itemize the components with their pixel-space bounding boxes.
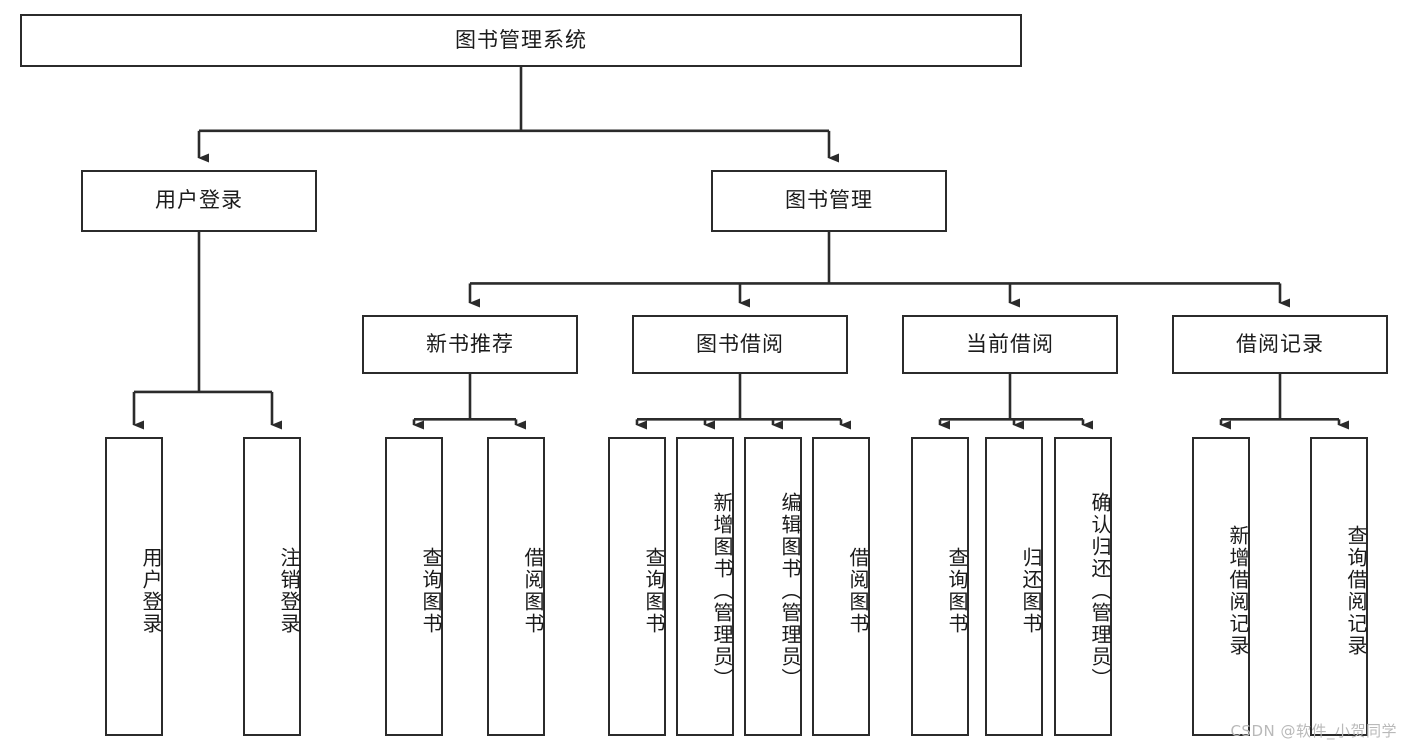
node-leaf-borrow-book[interactable]: 借阅图书 [812, 437, 870, 736]
csdn-watermark: CSDN @软件_小贺同学 [1230, 722, 1397, 740]
node-label: 借阅记录 [1236, 331, 1324, 356]
node-leaf-add-book-admin[interactable]: 新增图书（管理员） [676, 437, 734, 736]
node-label: 新增图书（管理员） [710, 491, 734, 690]
node-borrow-record[interactable]: 借阅记录 [1172, 315, 1388, 374]
node-label: 图书管理系统 [455, 27, 587, 52]
node-label: 图书借阅 [696, 331, 784, 356]
node-label: 图书管理 [785, 188, 873, 213]
node-label: 归还图书 [1019, 546, 1043, 635]
node-label: 用户登录 [139, 546, 163, 635]
node-leaf-return-book[interactable]: 归还图书 [985, 437, 1043, 736]
node-leaf-query-book-recommend[interactable]: 查询图书 [385, 437, 443, 736]
node-leaf-query-book-borrow[interactable]: 查询图书 [608, 437, 666, 736]
node-current-borrow[interactable]: 当前借阅 [902, 315, 1118, 374]
node-leaf-query-book-current[interactable]: 查询图书 [911, 437, 969, 736]
node-label: 借阅图书 [521, 546, 545, 635]
node-leaf-query-borrow-record[interactable]: 查询借阅记录 [1310, 437, 1368, 736]
node-label: 编辑图书（管理员） [778, 491, 802, 690]
node-book-borrow[interactable]: 图书借阅 [632, 315, 848, 374]
node-leaf-borrow-book-recommend[interactable]: 借阅图书 [487, 437, 545, 736]
node-label: 用户登录 [155, 188, 243, 213]
node-leaf-user-logout[interactable]: 注销登录 [243, 437, 301, 736]
node-root[interactable]: 图书管理系统 [20, 14, 1022, 67]
node-leaf-add-borrow-record[interactable]: 新增借阅记录 [1192, 437, 1250, 736]
node-label: 查询借阅记录 [1344, 524, 1368, 657]
node-label: 借阅图书 [846, 546, 870, 635]
node-label: 确认归还（管理员） [1088, 491, 1112, 690]
node-label: 新书推荐 [426, 331, 514, 356]
node-label: 注销登录 [277, 546, 301, 635]
node-leaf-confirm-return-admin[interactable]: 确认归还（管理员） [1054, 437, 1112, 736]
node-label: 查询图书 [642, 546, 666, 635]
node-user-login[interactable]: 用户登录 [81, 170, 317, 232]
node-label: 查询图书 [945, 546, 969, 635]
node-label: 新增借阅记录 [1226, 524, 1250, 657]
node-leaf-edit-book-admin[interactable]: 编辑图书（管理员） [744, 437, 802, 736]
node-label: 当前借阅 [966, 331, 1054, 356]
node-label: 查询图书 [419, 546, 443, 635]
node-leaf-user-login[interactable]: 用户登录 [105, 437, 163, 736]
node-new-book-recommend[interactable]: 新书推荐 [362, 315, 578, 374]
node-book-manage[interactable]: 图书管理 [711, 170, 947, 232]
